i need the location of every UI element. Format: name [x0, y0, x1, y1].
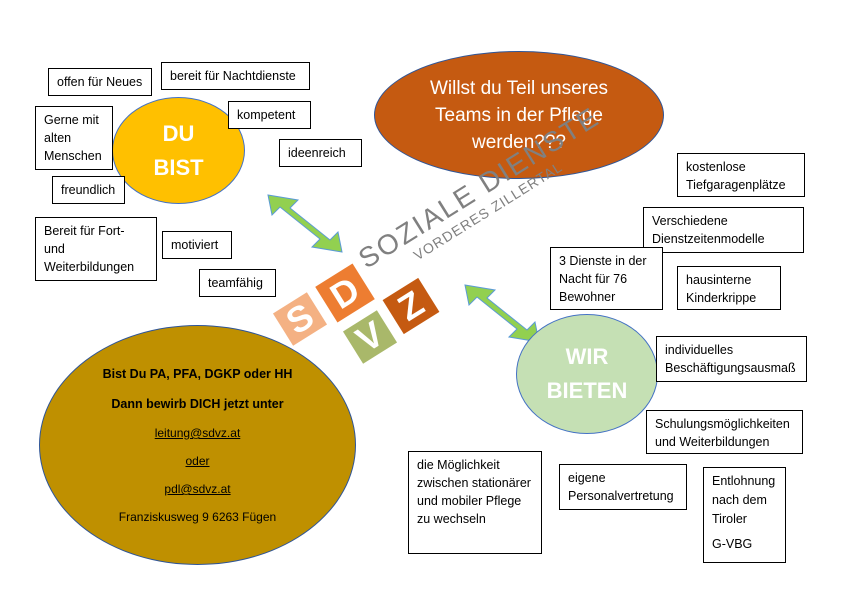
- logo-letter-z: Z: [382, 277, 440, 335]
- benefit-entlohnung-text: Entlohnung nach dem Tiroler: [712, 474, 776, 526]
- wir-bieten-label-2: BIETEN: [546, 378, 628, 403]
- benefit-gvbg-text: G-VBG: [712, 537, 753, 551]
- trait-freundlich: freundlich: [52, 176, 125, 204]
- benefit-nachtdienste: 3 Dienste in der Nacht für 76 Bewohner: [550, 247, 663, 310]
- contact-oder: oder: [185, 454, 210, 468]
- benefit-beschaeftigung: individuelles Beschäftigungsausmaß: [656, 336, 807, 382]
- trait-kompetent: kompetent: [228, 101, 311, 129]
- du-bist-label-1: DU: [162, 120, 195, 146]
- du-bist-label-2: BIST: [153, 154, 204, 180]
- trait-offen: offen für Neues: [48, 68, 152, 96]
- headline-line-3: werden???: [471, 131, 567, 153]
- wir-bieten-label-1: WIR: [565, 344, 609, 369]
- benefit-dienstzeiten: Verschiedene Dienstzeitenmodelle: [643, 207, 804, 253]
- headline-ellipse: Willst du Teil unseres Teams in der Pfle…: [374, 51, 664, 179]
- wir-bieten-ellipse: WIR BIETEN: [516, 314, 658, 434]
- benefit-entlohnung: Entlohnung nach dem Tiroler G-VBG: [703, 467, 786, 563]
- contact-ellipse: Bist Du PA, PFA, DGKP oder HH Dann bewir…: [39, 325, 356, 565]
- benefit-tiefgarage: kostenlose Tiefgaragenplätze: [677, 153, 805, 197]
- benefit-kinderkrippe: hausinterne Kinderkrippe: [677, 266, 781, 310]
- contact-line-1: Bist Du PA, PFA, DGKP oder HH: [102, 367, 293, 381]
- contact-line-2: Dann bewirb DICH jetzt unter: [111, 397, 284, 411]
- headline-line-1: Willst du Teil unseres: [429, 77, 609, 99]
- double-arrow-top: [267, 194, 343, 253]
- contact-email-pdl[interactable]: pdl@sdvz.at: [164, 482, 231, 496]
- logo-letter-s: S: [272, 292, 328, 346]
- trait-alte-menschen: Gerne mit alten Menschen: [35, 106, 113, 170]
- benefit-personalvertretung: eigene Personalvertretung: [559, 464, 687, 510]
- sdvz-logo: SOZIALE DIENSTE VORDERES ZILLERTAL S D V…: [272, 101, 605, 370]
- trait-fortbildung: Bereit für Fort- und Weiterbildungen: [35, 217, 157, 281]
- trait-nachtdienste: bereit für Nachtdienste: [161, 62, 310, 90]
- benefit-stationaer-mobil: die Möglichkeit zwischen stationärer und…: [408, 451, 542, 554]
- trait-teamfaehig: teamfähig: [199, 269, 276, 297]
- trait-ideenreich: ideenreich: [279, 139, 362, 167]
- trait-motiviert: motiviert: [162, 231, 232, 259]
- du-bist-ellipse: DU BIST: [112, 97, 245, 204]
- headline-line-2: Teams in der Pflege: [435, 104, 603, 126]
- logo-letter-v: V: [342, 310, 398, 364]
- contact-address: Franziskusweg 9 6263 Fügen: [118, 510, 277, 524]
- contact-email-leitung[interactable]: leitung@sdvz.at: [154, 426, 241, 440]
- benefit-schulung: Schulungsmöglichkeiten und Weiterbildung…: [646, 410, 803, 454]
